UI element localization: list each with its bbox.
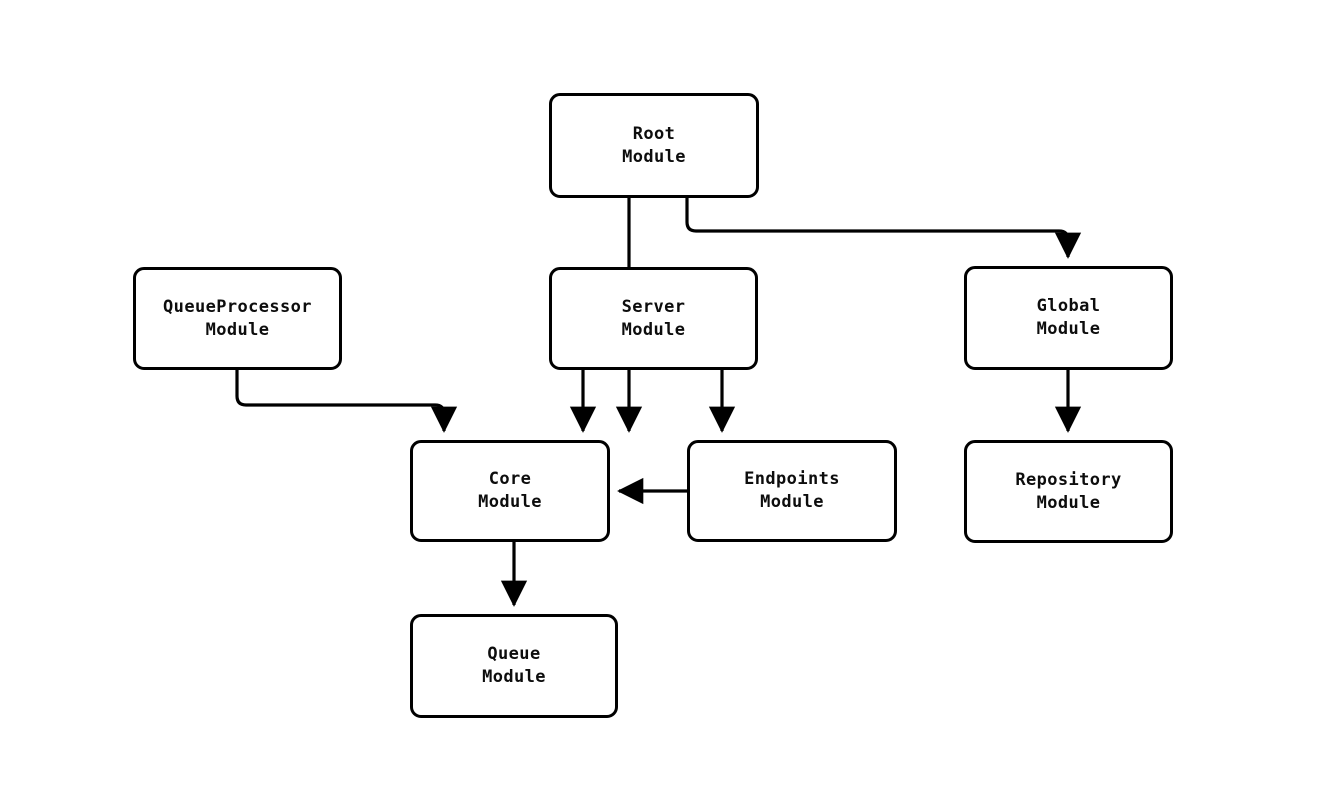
node-core-module[interactable]: Core Module xyxy=(410,440,610,542)
node-repository-module-suffix: Module xyxy=(1036,492,1101,513)
node-global-module[interactable]: Global Module xyxy=(964,266,1173,370)
node-endpoints-module-suffix: Module xyxy=(760,492,824,512)
node-root-module-name: Root xyxy=(632,123,676,144)
node-core-module-suffix: Module xyxy=(478,492,542,512)
node-core-module-name: Core xyxy=(488,469,532,489)
node-repository-module[interactable]: Repository Module xyxy=(964,440,1173,543)
node-global-module-name: Global xyxy=(1036,296,1101,316)
node-queueprocessor-module[interactable]: QueueProcessor Module xyxy=(133,267,342,370)
node-server-module[interactable]: Server Module xyxy=(549,267,758,370)
node-queue-module-name: Queue xyxy=(487,644,541,664)
node-queueprocessor-module-suffix: Module xyxy=(205,319,270,340)
node-root-module-suffix: Module xyxy=(622,146,686,167)
node-queue-module-suffix: Module xyxy=(482,667,546,687)
edge-queueprocessor-core xyxy=(235,370,458,433)
node-repository-module-name: Repository xyxy=(1015,469,1122,490)
node-global-module-suffix: Module xyxy=(1036,319,1101,339)
edge-root-global xyxy=(685,198,1082,259)
node-server-module-name: Server xyxy=(621,296,686,317)
node-endpoints-module-name: Endpoints xyxy=(744,469,840,489)
node-queueprocessor-module-name: QueueProcessor xyxy=(163,296,312,317)
node-endpoints-module[interactable]: Endpoints Module xyxy=(687,440,897,542)
node-server-module-suffix: Module xyxy=(621,319,686,340)
node-queue-module[interactable]: Queue Module xyxy=(410,614,618,718)
node-root-module[interactable]: Root Module xyxy=(549,93,759,198)
